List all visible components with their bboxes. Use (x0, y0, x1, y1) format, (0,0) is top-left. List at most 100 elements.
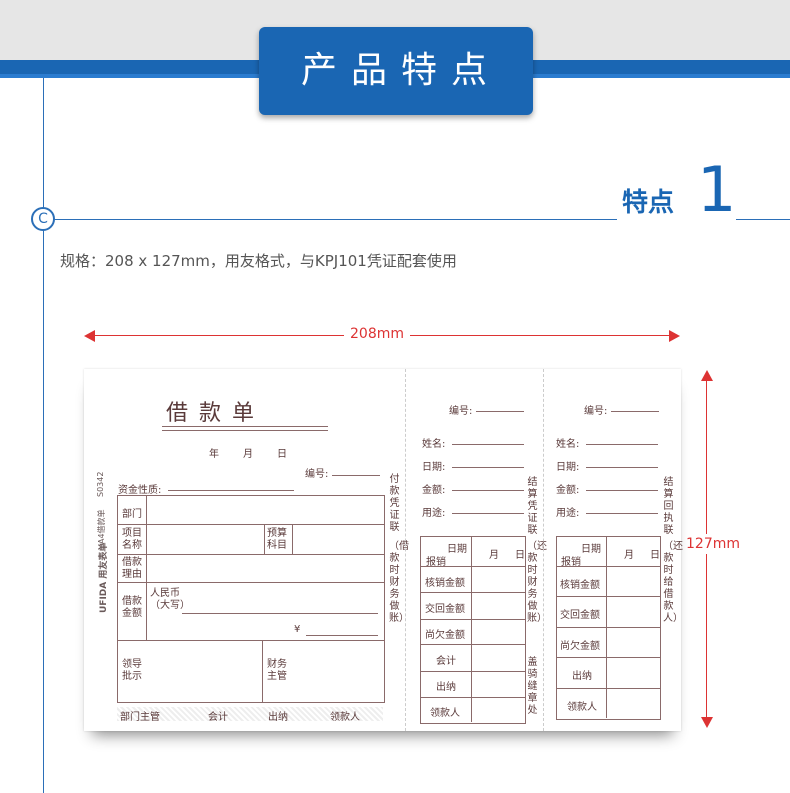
rmb-capital-label: 人民币（大写） (150, 588, 190, 611)
fund-nature-label: 资金性质: (118, 485, 162, 496)
row-line (420, 671, 525, 672)
stub3-month: 月 (624, 550, 634, 561)
number-blank (332, 475, 380, 476)
stub3-date-header: 日期 (581, 544, 601, 555)
col-line (264, 524, 265, 554)
arrow-down-icon (701, 717, 713, 728)
stub3-table (556, 536, 661, 720)
stub3-number-label: 编号: (584, 406, 608, 417)
loan-reason-label: 借款理由 (122, 557, 142, 580)
col-line (292, 524, 293, 554)
side-type: A4借款单 (97, 509, 106, 544)
width-label: 208mm (344, 326, 410, 342)
fund-nature-blank (168, 490, 294, 491)
stub2-table (420, 536, 526, 724)
stub2-report-header: 报销 (426, 557, 446, 568)
blank (476, 411, 524, 412)
feature-label: 特点 (622, 188, 675, 218)
side-code: S0342 (96, 471, 105, 497)
footer-strip (117, 707, 383, 721)
loan-form-image: 借 款 单 年 月 日 编号: 资金性质: S0342 A4借款单 UFIDA … (84, 369, 683, 731)
row-line (420, 566, 525, 567)
main-table (117, 495, 385, 703)
stub3-row-3: 尚欠金额 (560, 641, 600, 652)
row-line (420, 644, 525, 645)
stub2-day: 日 (515, 550, 525, 561)
footer-dept-head: 部门主管 (120, 712, 160, 723)
blank (586, 444, 658, 445)
stub1-vertical-bottom: （借款时财务做账） (389, 541, 409, 624)
row-line (556, 627, 660, 628)
stub3-report-header: 报销 (561, 557, 581, 568)
blank (452, 467, 524, 468)
row-line (556, 596, 660, 597)
footer-payee: 领款人 (330, 712, 360, 723)
date-day: 日 (277, 449, 287, 460)
loan-amount-label: 借款金额 (122, 596, 142, 619)
stub3-vertical-top: 结算回执联 (663, 477, 674, 536)
section-line (52, 219, 617, 220)
left-guide-line (43, 78, 44, 793)
stub3-purpose-label: 用途: (556, 508, 580, 519)
yen-blank (306, 635, 378, 636)
budget-subject-label: 预算科目 (267, 528, 287, 551)
row-line (556, 566, 660, 567)
stub3-row-1: 核销金额 (560, 580, 600, 591)
blank (452, 444, 524, 445)
stub2-vertical-seal: 盖骑缝章处 (527, 657, 538, 716)
blank (611, 411, 659, 412)
col-line (262, 640, 263, 702)
col-line (471, 536, 472, 722)
date-year: 年 (209, 449, 219, 460)
stub2-vertical-bottom: （还款时财务做账） (527, 541, 547, 624)
stub2-row-3: 尚欠金额 (425, 630, 465, 641)
stub3-amount-label: 金额: (556, 485, 580, 496)
row-line (556, 657, 660, 658)
row-line (117, 524, 384, 525)
stub2-number-label: 编号: (449, 406, 473, 417)
stub3-row-5: 领款人 (567, 702, 597, 713)
title-banner: 产品特点 (259, 27, 533, 115)
side-brand: UFIDA 用友表单 (99, 542, 109, 613)
arrow-up-icon (701, 370, 713, 381)
row-line (556, 688, 660, 689)
stub3-vertical-bottom: （还款时给借款人） (663, 541, 683, 624)
form-title: 借 款 单 (166, 401, 256, 426)
finance-manager-label: 财务主管 (267, 659, 287, 682)
arrow-left-icon (84, 330, 95, 342)
stub2-vertical-top: 结算凭证联 (527, 477, 538, 536)
width-dimension: 208mm (84, 326, 680, 344)
row-line (117, 582, 384, 583)
stub3-name-label: 姓名: (556, 439, 580, 450)
project-name-label: 项目名称 (122, 528, 142, 551)
stub3-row-2: 交回金额 (560, 610, 600, 621)
section-line-right (736, 219, 790, 220)
title-underline-2 (162, 430, 328, 431)
stub3-date-label: 日期: (556, 462, 580, 473)
stub2-date-header: 日期 (447, 544, 467, 555)
footer-cashier: 出纳 (268, 712, 288, 723)
stub3-day: 日 (650, 550, 660, 561)
spec-text: 规格：208 x 127mm，用友格式，与KPJ101凭证配套使用 (60, 252, 457, 270)
row-line (420, 697, 525, 698)
arrow-right-icon (669, 330, 680, 342)
stub3-row-4: 出纳 (572, 671, 592, 682)
col-line (146, 495, 147, 640)
row-line (117, 640, 384, 641)
blank (452, 490, 524, 491)
department-label: 部门 (122, 509, 142, 520)
col-line (606, 536, 607, 718)
rmb-blank (182, 613, 378, 614)
number-label: 编号: (305, 469, 329, 480)
stub2-row-2: 交回金额 (425, 604, 465, 615)
stub2-date-label: 日期: (422, 462, 446, 473)
circle-c-icon: C (31, 207, 55, 231)
page-title: 产品特点 (300, 50, 501, 91)
leader-approval-label: 领导批示 (122, 659, 142, 682)
yen-symbol: ¥ (294, 624, 301, 635)
stub2-row-4: 会计 (436, 656, 456, 667)
date-month: 月 (243, 449, 253, 460)
stub2-month: 月 (489, 550, 499, 561)
perforation-1 (405, 369, 407, 731)
blank (586, 467, 658, 468)
